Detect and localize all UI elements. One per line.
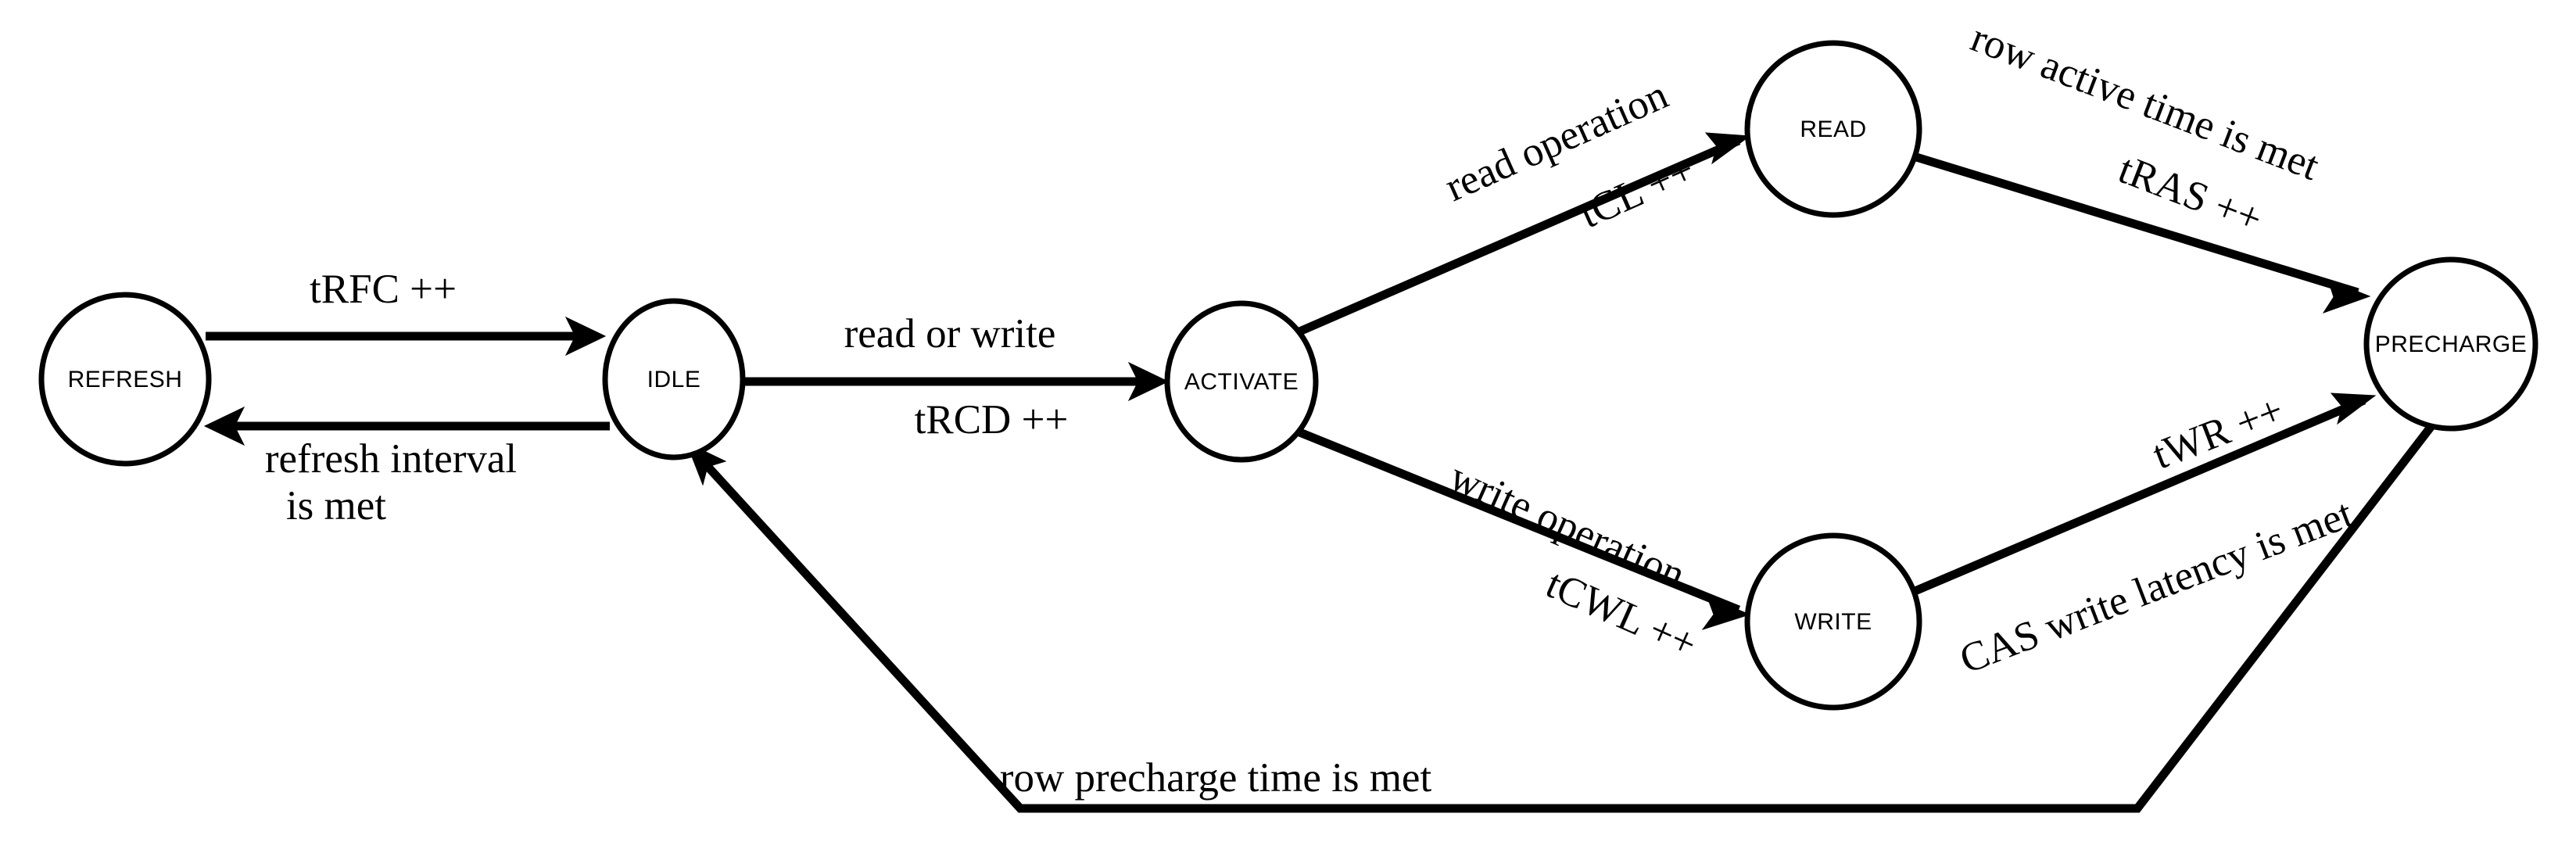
state-node-activate[interactable]: ACTIVATE [1164,300,1319,463]
arrowhead-refresh-to-idle [564,316,607,357]
state-node-idle[interactable]: IDLE [602,298,746,460]
state-node-idle-circle[interactable] [602,298,746,460]
edge-line-activate-to-read [1295,136,1741,337]
state-node-refresh-circle[interactable] [38,292,212,467]
arrowhead-write-to-precharge [2330,392,2377,425]
state-node-write-label: WRITE [1794,609,1872,635]
edge-label-tcl: tCL ++ [1573,147,1701,237]
arrowhead-idle-to-refresh [203,406,245,446]
state-node-refresh[interactable]: REFRESH [38,292,212,467]
edge-line-precharge-to-idle [692,423,2435,813]
edge-idle-to-refresh [203,406,610,446]
edge-label-trfc: tRFC ++ [310,267,457,312]
arrowhead-read-to-precharge [2322,279,2371,314]
state-node-write-circle[interactable] [1744,532,1922,711]
edge-write-to-precharge [1905,392,2377,599]
edge-activate-to-write [1295,427,1751,630]
edge-line-read-to-precharge [1912,152,2359,297]
arrowhead-activate-to-read [1704,132,1751,165]
edge-label-read-or-write: read or write [844,311,1056,357]
edge-label-refresh-interval-line2: is met [286,483,386,529]
edge-label-row-precharge-time: row precharge time is met [1000,755,1432,801]
state-node-precharge[interactable]: PRECHARGE [2363,256,2538,432]
state-node-precharge-label: PRECHARGE [2375,331,2528,357]
edge-refresh-to-idle [206,316,607,357]
edge-label-refresh-interval-line1: refresh interval [265,436,517,482]
state-node-activate-circle[interactable] [1164,300,1319,463]
arrowhead-idle-to-activate [1127,361,1170,402]
state-node-precharge-circle[interactable] [2363,256,2538,432]
edge-idle-to-activate [743,361,1170,402]
state-node-activate-label: ACTIVATE [1184,369,1299,395]
edge-line-write-to-precharge [1905,396,2366,599]
arrowhead-activate-to-write [1701,597,1751,630]
state-node-read-label: READ [1800,116,1866,142]
edge-label-cas-write-latency: CAS write latency is met [1954,491,2359,683]
edge-line-activate-to-write [1295,427,1741,615]
edge-read-to-precharge [1912,152,2371,314]
edge-label-trcd: tRCD ++ [915,397,1069,443]
state-node-idle-label: IDLE [647,367,701,392]
state-node-read-circle[interactable] [1744,40,1922,218]
state-node-read[interactable]: READ [1744,40,1922,218]
edge-activate-to-read [1295,132,1751,337]
state-node-refresh-label: REFRESH [68,367,183,392]
state-node-write[interactable]: WRITE [1744,532,1922,711]
